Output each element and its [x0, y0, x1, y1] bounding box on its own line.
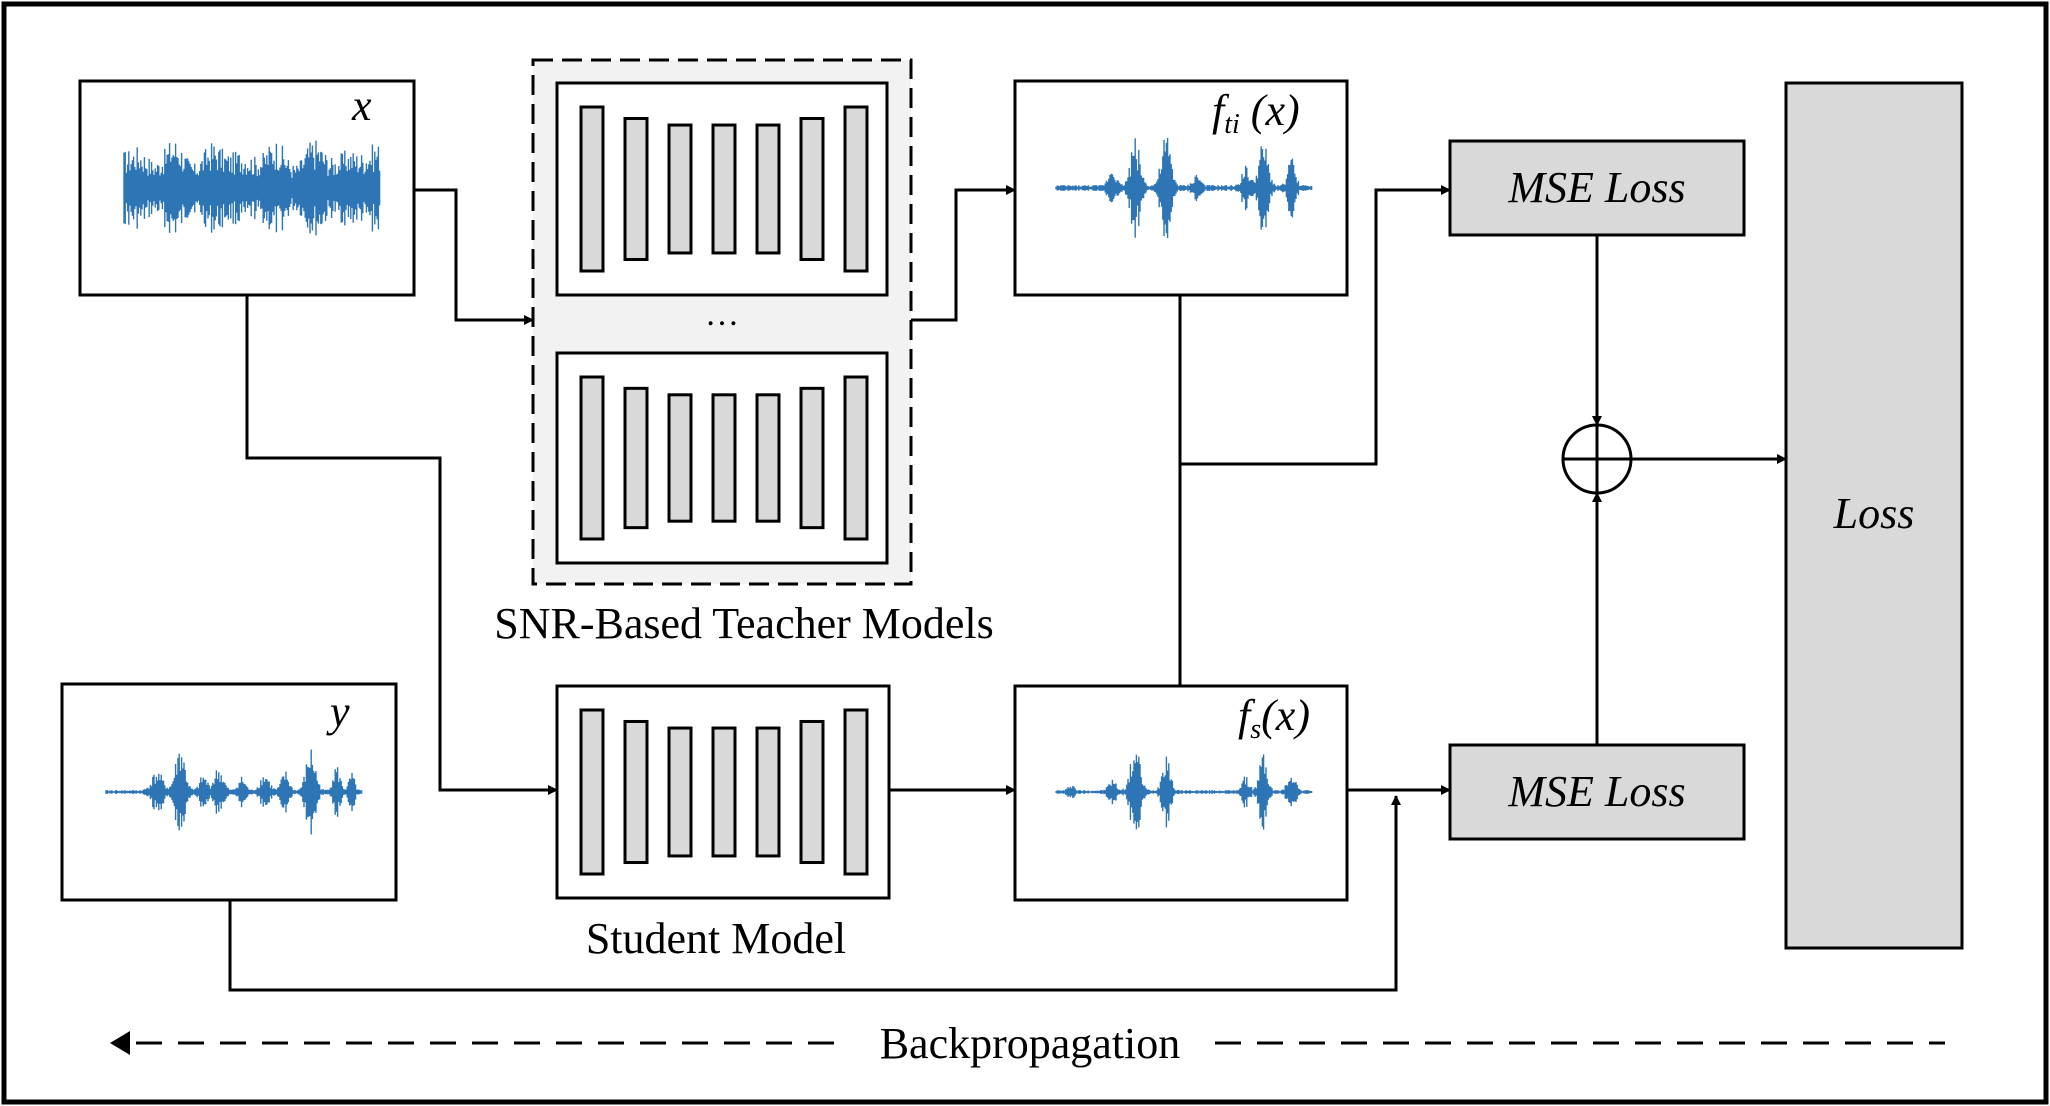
teacher-output-waveform: [1055, 137, 1313, 239]
network-layer-bar: [623, 719, 649, 865]
network-layer-bar: [755, 123, 781, 255]
student-output-label-arg: (x): [1261, 691, 1310, 740]
network-layer-bar: [843, 708, 869, 876]
teacher-models-group: … SNR-Based Teacher Models: [494, 58, 994, 648]
input-y-panel: y: [60, 682, 398, 902]
waveform-trace: [1055, 137, 1313, 239]
teacher-ellipsis: …: [705, 296, 739, 333]
network-layer-bar: [843, 105, 869, 273]
network-layer-bar: [711, 123, 737, 255]
student-output-label-sub: s: [1250, 714, 1261, 745]
backpropagation-label: Backpropagation: [880, 1019, 1181, 1068]
network-layer-bar: [799, 116, 825, 262]
input-x-label: x: [351, 81, 372, 130]
student-model: Student Model: [555, 684, 891, 963]
network-layer-bar: [667, 123, 693, 255]
input-x-panel: x: [78, 79, 416, 297]
network-layer-bar: [711, 726, 737, 858]
circle-plus-icon: [1561, 423, 1633, 495]
network-layer-bar: [579, 708, 605, 876]
waveform-trace: [1055, 754, 1313, 830]
teacher-model-1: [555, 81, 889, 297]
network-layer-bar: [579, 105, 605, 273]
teacher-output-panel: fti (x): [1013, 79, 1349, 297]
mse-loss-top: MSE Loss: [1448, 139, 1746, 237]
teacher-models-caption: SNR-Based Teacher Models: [494, 599, 994, 648]
svg-text:MSE Loss: MSE Loss: [1507, 163, 1685, 212]
network-layer-bar: [623, 386, 649, 530]
student-output-label: fs(x): [1238, 691, 1310, 745]
arrow-x-to-teachers: [414, 188, 534, 325]
teacher-model-2: [555, 351, 889, 565]
network-layer-bar: [799, 719, 825, 865]
network-layer-bar: [623, 116, 649, 262]
student-model-caption: Student Model: [586, 914, 846, 963]
network-layer-bar: [579, 375, 605, 541]
network-layer-bar: [843, 375, 869, 541]
total-loss-box: Loss: [1784, 81, 1964, 950]
network-layer-bar: [755, 393, 781, 523]
clean-waveform: [105, 749, 363, 835]
network-layer-bar: [799, 386, 825, 530]
waveform-trace: [105, 749, 363, 835]
svg-text:Loss: Loss: [1833, 489, 1915, 538]
network-layer-bar: [667, 393, 693, 523]
teacher-output-label: fti (x): [1212, 86, 1300, 140]
noisy-waveform: [123, 140, 381, 236]
svg-text:MSE Loss: MSE Loss: [1507, 767, 1685, 816]
mse-loss-bottom: MSE Loss: [1448, 743, 1746, 841]
network-layer-bar: [755, 726, 781, 858]
backpropagation-indicator: Backpropagation: [110, 1019, 1945, 1068]
network-layer-bar: [711, 393, 737, 523]
backprop-arrowhead: [110, 1031, 130, 1055]
arrow-x-to-student: [245, 295, 558, 795]
teacher-output-label-sub: ti: [1224, 109, 1240, 140]
network-layer-bar: [667, 726, 693, 858]
teacher-output-label-arg: (x): [1240, 86, 1300, 135]
arrow-to-mse-top: [1180, 185, 1451, 466]
waveform-trace: [123, 140, 381, 236]
student-output-panel: fs(x): [1013, 684, 1349, 902]
input-y-label: y: [326, 687, 350, 736]
arrow-teachers-to-output: [911, 185, 1016, 322]
arrow-y-to-mse-bottom: [228, 795, 1401, 992]
student-output-waveform: [1055, 754, 1313, 830]
